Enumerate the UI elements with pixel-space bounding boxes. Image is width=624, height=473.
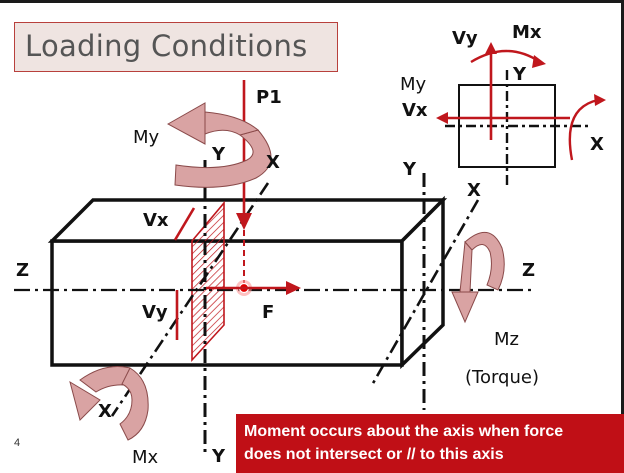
x-mid-label: X (467, 180, 481, 201)
note-box: Moment occurs about the axis when force … (236, 414, 624, 473)
p1-arrowhead (236, 213, 252, 230)
x-top-label: X (266, 152, 280, 173)
x-bottom-label: X (98, 401, 112, 422)
mz-moment-arrow (451, 232, 505, 324)
mx-label: Mx (132, 447, 159, 468)
right-frame-border (621, 0, 624, 473)
torque-label: (Torque) (465, 367, 539, 388)
my-moment-arrow (166, 102, 272, 188)
top-frame-border (0, 0, 624, 3)
note-line-1: Moment occurs about the axis when force (244, 423, 564, 440)
z-left-label: Z (16, 260, 29, 281)
beam-front-face (50, 239, 404, 367)
vy-label: Vy (142, 302, 168, 323)
y-bottom-label: Y (211, 446, 226, 467)
inset-mx-arrowhead (532, 55, 546, 68)
y-top-label: Y (211, 144, 226, 165)
inset-mx-label: Mx (512, 22, 542, 43)
vx-label: Vx (143, 210, 169, 231)
page-number: 4 (14, 437, 21, 449)
page-title: Loading Conditions (25, 29, 308, 63)
mz-label: Mz (494, 329, 519, 350)
x-axis-right-line (370, 199, 480, 386)
inset-x-label: X (590, 134, 604, 155)
inset-my-arrowhead (594, 94, 606, 106)
inset-vx-arrowhead (436, 112, 448, 124)
my-label: My (133, 127, 160, 148)
z-right-label: Z (522, 260, 535, 281)
title-box: Loading Conditions (14, 22, 338, 72)
inset-vx-label: Vx (402, 100, 428, 121)
inset-mx-arc (470, 49, 541, 64)
inset-vy-label: Vy (452, 28, 478, 49)
y-right-label: Y (402, 159, 417, 180)
inset-my-arc (568, 98, 599, 161)
note-line-2: does not intersect or // to this axis (244, 446, 504, 463)
mx-moment-arrow (69, 366, 149, 441)
inset-my-label: My (400, 74, 427, 95)
p1-label: P1 (256, 87, 282, 108)
f-arrowhead (286, 281, 301, 295)
inset-vy-arrowhead (485, 42, 497, 54)
inset-section (436, 42, 606, 185)
vx-shear-line (173, 207, 196, 241)
inset-y-label: Y (512, 64, 527, 85)
hatched-section (191, 200, 225, 363)
f-label: F (262, 302, 274, 323)
